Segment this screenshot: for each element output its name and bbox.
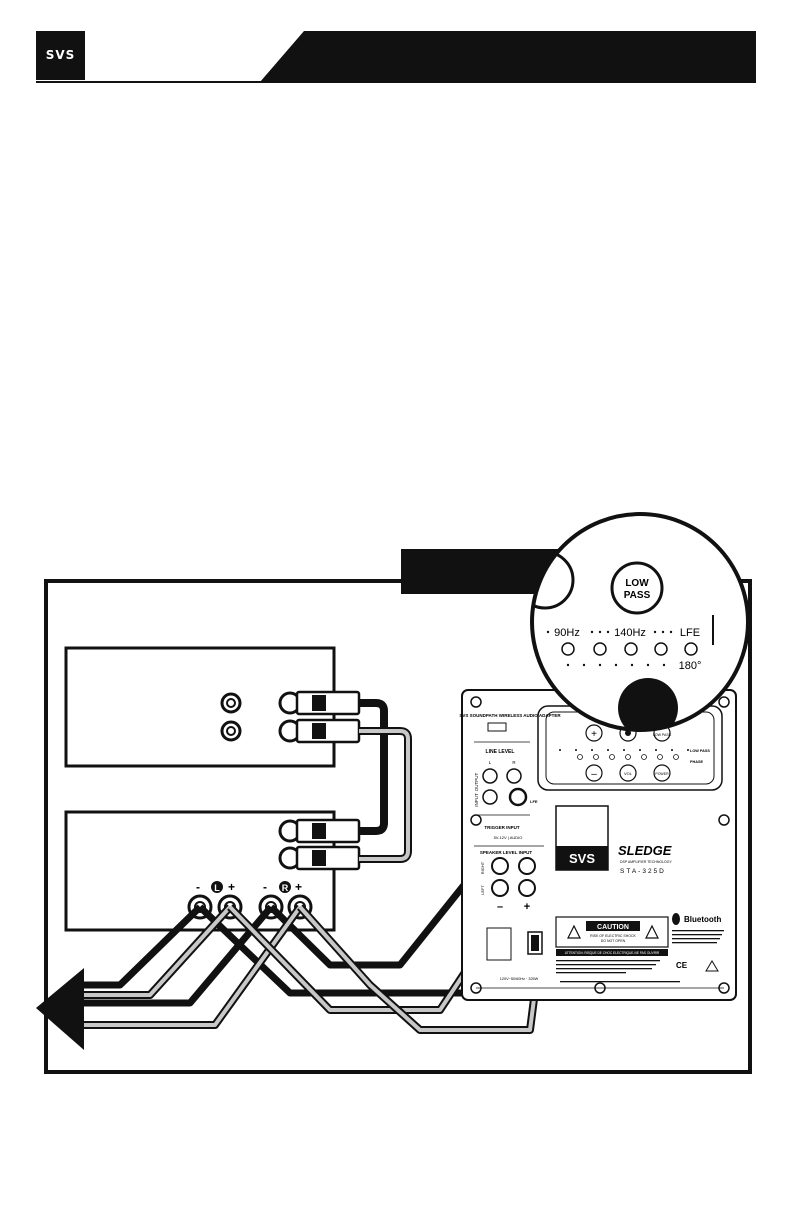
led-row [559,749,689,751]
left-label: LEFT [480,885,485,895]
page-header: SVS [0,0,793,90]
panel-svs-logo: SVS [569,851,595,866]
rca-plug [295,818,361,844]
speaker-minus-label: – [497,901,503,913]
zoom-freq-140: 140Hz [614,627,646,639]
terminal-label-l: L [214,883,220,893]
lfe-input-label: LFE [530,799,538,804]
led-indicators [577,754,679,760]
zoom-phase-180: 180° [679,660,702,672]
minus-button-glyph: – [591,769,597,780]
zoom-lfe: LFE [680,627,700,639]
zoom-callout: LOW PASS 90Hz 140Hz LFE 180° [530,512,750,732]
speaker-plus-label: + [524,901,530,913]
header-rule [36,81,756,83]
right-label: RIGHT [480,861,485,874]
output-label: OUTPUT [474,773,479,792]
caution-sub2: DO NOT OPEN [601,939,626,943]
soundpath-label: SVS SOUNDPATH WIRELESS AUDIO ADAPTER [459,713,561,718]
zoom-freq-90: 90Hz [554,627,580,639]
logo-text: SVS [45,48,76,62]
panel-low-pass-label: LOW PASS [690,749,710,753]
rca-plug-band [312,695,326,711]
trigger-input-label: TRIGGER INPUT [484,825,520,830]
ce-mark: CE [676,961,688,970]
terminal-plus-right: + [295,880,302,894]
rca-jack-core [226,698,236,708]
zoom-low-pass-line1: LOW [625,578,649,589]
svs-logo: SVS [36,31,85,80]
terminal-minus-left: - [196,880,200,894]
direction-arrow [36,968,84,1050]
attention-label: ATTENTION: RISQUE DE CHOC ELECTRIQUE-NE … [565,951,660,955]
sledge-sub: DSP AMPLIFIER TECHNOLOGY [620,860,672,864]
rca-cable-grey [359,729,410,861]
power-button-label: POWER [655,772,669,776]
rca-plug-band [312,723,326,739]
subwoofer-amp-panel: SVS SOUNDPATH WIRELESS AUDIO ADAPTER LIN… [459,689,737,1001]
rca-jack-core [226,726,236,736]
plus-button-glyph: + [591,729,597,740]
terminal-label-r-badge [279,881,291,893]
power-spec-label: 120V~50/60Hz · 325W [500,977,539,981]
line-r-label: R [512,760,516,765]
bluetooth-logo: Bluetooth [684,915,721,924]
panel-phase-label: PHASE [690,760,704,764]
trigger-volt-label: 5V-12V | AUDIO [494,835,523,840]
caution-label: CAUTION [597,924,629,931]
rca-plug [295,718,361,744]
panel-low-pass-button: LOW PASS [653,733,672,737]
header-title-bar [260,31,756,82]
input-label: INPUT [474,793,479,807]
terminal-minus-right: - [263,880,267,894]
fine-print-lines [556,930,724,983]
rca-plug-band [312,823,326,839]
terminal-label-l-badge [211,881,223,893]
rca-plug [295,690,361,716]
line-l-label: L [489,760,492,765]
rca-plug-band [312,850,326,866]
model-code: STA-325D [620,868,666,875]
receiver-device [64,810,336,932]
zoom-low-pass-line2: PASS [624,590,651,601]
vol-button-label: VOL [624,771,633,776]
speaker-level-input-label: SPEAKER LEVEL INPUT [480,850,532,855]
caution-sub1: RISK OF ELECTRIC SHOCK [590,934,636,938]
rca-cable-black [359,699,388,835]
diagram-frame [44,579,752,1074]
line-level-label: LINE LEVEL [486,749,515,755]
terminal-label-r: R [282,883,289,893]
rca-plug [295,845,361,871]
sledge-logo: SLEDGE [618,843,672,858]
terminal-plus-left: + [228,880,235,894]
